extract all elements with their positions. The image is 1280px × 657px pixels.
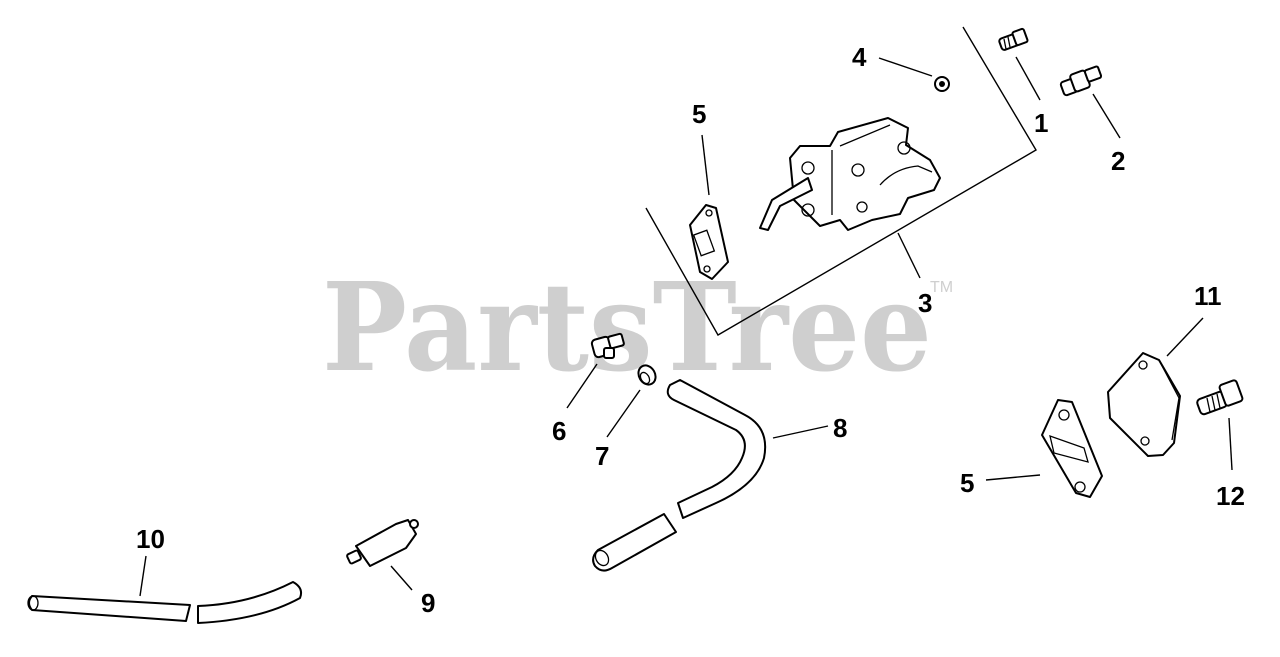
part-12-screw[interactable] <box>1196 379 1244 416</box>
part-10-fuel-line[interactable] <box>27 581 303 624</box>
callout-4[interactable]: 4 <box>852 42 867 72</box>
callout-9[interactable]: 9 <box>421 588 435 618</box>
callout-8[interactable]: 8 <box>833 413 847 443</box>
leader-1 <box>1015 56 1041 101</box>
trademark-symbol: TM <box>930 279 953 296</box>
part-5-gasket-bottom[interactable] <box>1041 399 1103 498</box>
part-7-clamp[interactable] <box>635 362 659 387</box>
part-1-bolt[interactable] <box>998 27 1029 51</box>
assembly-bracket <box>645 26 1037 336</box>
callout-10[interactable]: 10 <box>136 524 165 554</box>
leader-5-top <box>701 134 710 196</box>
leader-10 <box>139 555 147 597</box>
leader-6 <box>566 363 598 409</box>
leader-11 <box>1166 317 1204 357</box>
leader-8 <box>772 425 829 439</box>
callout-12[interactable]: 12 <box>1216 481 1245 511</box>
callout-11[interactable]: 11 <box>1194 281 1222 311</box>
leader-3 <box>897 232 921 279</box>
leader-2 <box>1092 93 1121 139</box>
callout-5-top[interactable]: 5 <box>692 99 706 129</box>
part-8-fuel-line-bent[interactable] <box>592 379 767 572</box>
leader-5-bottom <box>985 474 1041 481</box>
callout-3[interactable]: 3 <box>918 288 932 318</box>
callout-2[interactable]: 2 <box>1111 146 1125 176</box>
part-4-nut[interactable] <box>934 76 950 92</box>
leader-7 <box>606 389 641 438</box>
part-3-fuel-pump[interactable] <box>759 117 941 231</box>
leader-4 <box>878 57 933 77</box>
leader-12 <box>1228 417 1233 471</box>
callout-5-bottom[interactable]: 5 <box>960 468 974 498</box>
callout-7[interactable]: 7 <box>595 441 609 471</box>
watermark-text: PartsTree <box>322 255 932 399</box>
callout-6[interactable]: 6 <box>552 416 566 446</box>
part-9-fuel-filter[interactable] <box>346 519 419 567</box>
callout-1[interactable]: 1 <box>1034 108 1048 138</box>
callouts: 1 2 3 4 5 6 7 8 9 10 11 5 12 <box>136 42 1245 618</box>
leader-9 <box>390 565 413 591</box>
watermark: PartsTree TM <box>322 255 953 399</box>
part-11-cover-plate[interactable] <box>1107 352 1181 457</box>
part-5-gasket-top[interactable] <box>689 204 729 280</box>
part-6-elbow[interactable] <box>590 332 625 359</box>
part-2-fitting[interactable] <box>1059 65 1103 97</box>
